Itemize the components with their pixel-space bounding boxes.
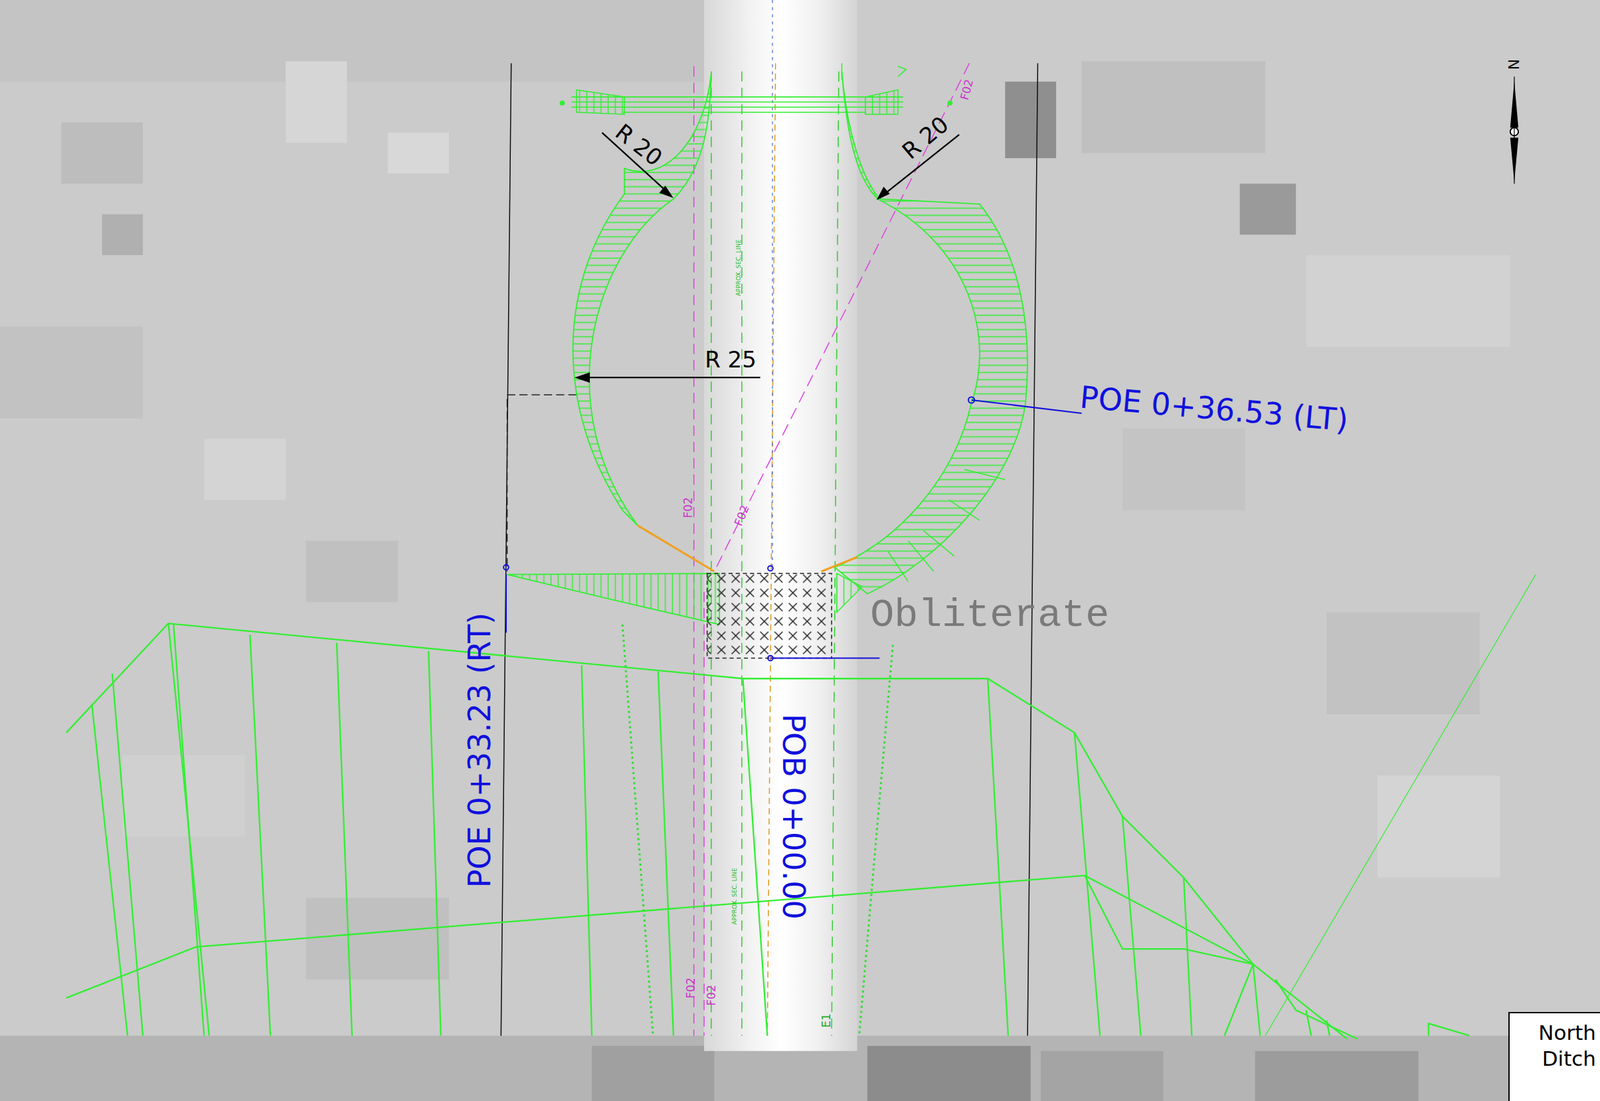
line-code: F02 xyxy=(682,496,694,518)
section-line-note: APPROX. SEC. LINE xyxy=(731,867,738,924)
grading-lines xyxy=(66,622,1470,1039)
radius-dimensions xyxy=(577,132,960,378)
line-code: E1 xyxy=(820,1013,833,1029)
station-label: POB 0+00.00 xyxy=(778,713,809,920)
bulb-right-strip xyxy=(834,71,1028,594)
north-letter: N xyxy=(1505,59,1521,70)
section-line-note: APPROX. SEC. LINE xyxy=(735,239,742,296)
road-band xyxy=(704,0,857,1051)
station-label: POE 0+33.23 (RT) xyxy=(464,612,495,888)
line-code: F02 xyxy=(705,984,717,1005)
north-arrow xyxy=(1510,76,1519,184)
legend-box: North Ditch xyxy=(1508,1011,1600,1101)
obliterate-area xyxy=(707,573,832,658)
obliterate-note: Obliterate xyxy=(870,595,1110,635)
radius-dimension: R 25 xyxy=(704,348,757,371)
culvert-crossing xyxy=(571,63,906,115)
area-name: North Ditch xyxy=(1514,1019,1597,1072)
line-code: F02 xyxy=(685,977,697,998)
taper-wedge xyxy=(507,573,720,625)
bulb-left-strip xyxy=(573,73,712,526)
